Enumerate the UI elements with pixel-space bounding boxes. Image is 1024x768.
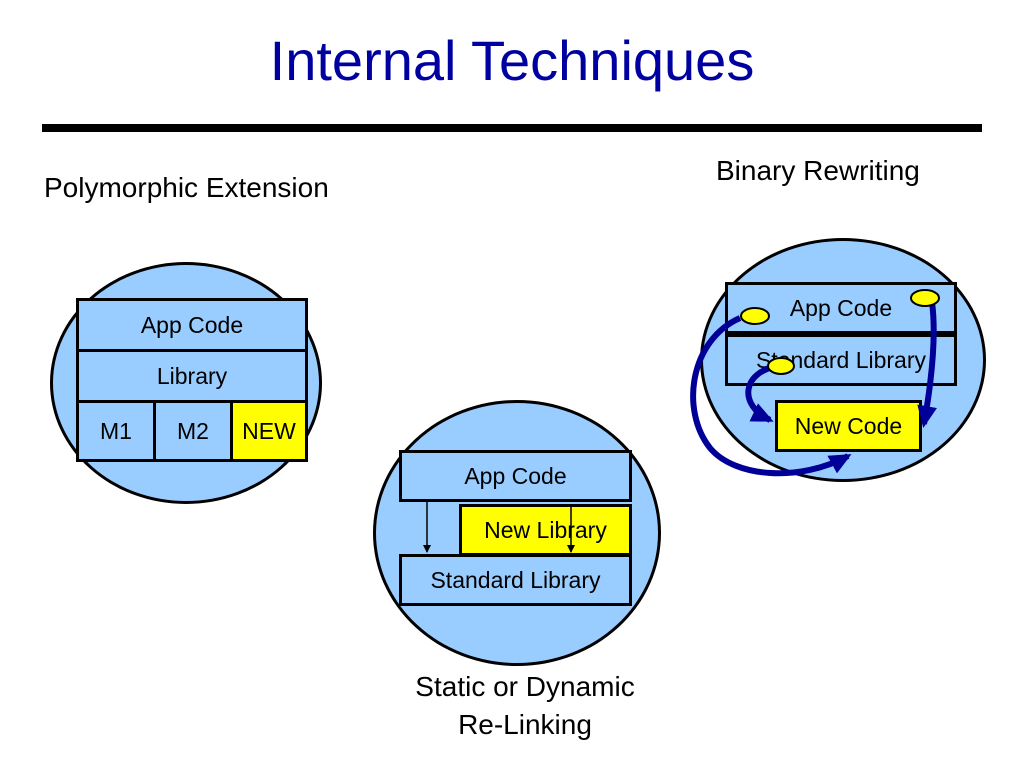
page-title: Internal Techniques <box>269 29 755 92</box>
relink-standard-library-box: Standard Library <box>399 554 632 606</box>
relink-app-code-box: App Code <box>399 450 632 502</box>
new-library-box: New Library <box>459 504 632 556</box>
polymorphic-extension-label: Polymorphic Extension <box>44 172 329 203</box>
binary-rewriting-label: Binary Rewriting <box>716 155 920 186</box>
rewrite-standard-library-box: Standard Library <box>725 334 957 386</box>
poly-library-box: Library <box>76 349 308 403</box>
poly-app-code-box: App Code <box>76 298 308 352</box>
module-new-box: NEW <box>230 400 308 462</box>
title-divider <box>42 124 982 132</box>
relinking-caption-line1: Static or Dynamic <box>415 671 635 702</box>
new-code-box: New Code <box>775 400 922 452</box>
module-m2-box: M2 <box>153 400 233 462</box>
rewrite-app-code-box: App Code <box>725 282 957 334</box>
module-m1-box: M1 <box>76 400 156 462</box>
relinking-caption: Static or Dynamic Re-Linking <box>360 668 690 744</box>
relinking-caption-line2: Re-Linking <box>458 709 592 740</box>
